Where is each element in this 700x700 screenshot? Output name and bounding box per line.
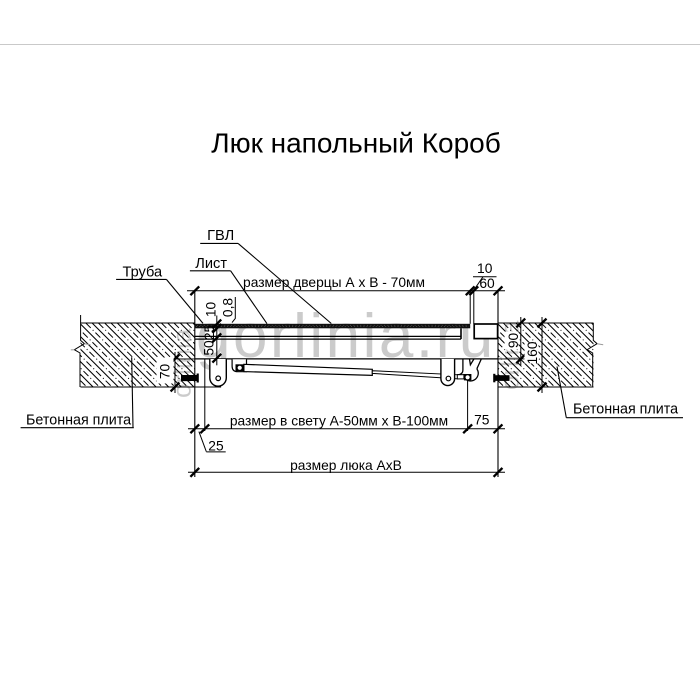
svg-text:Лист: Лист: [195, 256, 227, 272]
svg-text:90: 90: [506, 333, 521, 349]
svg-text:0,8: 0,8: [220, 298, 235, 318]
svg-text:75: 75: [474, 413, 490, 428]
svg-text:размер дверцы А х В - 70мм: размер дверцы А х В - 70мм: [243, 275, 425, 290]
svg-text:60: 60: [479, 276, 495, 291]
svg-text:Труба: Труба: [123, 265, 164, 281]
svg-text:10: 10: [477, 261, 493, 276]
svg-text:160: 160: [525, 341, 540, 364]
svg-text:Люк напольный Короб: Люк напольный Короб: [211, 127, 501, 158]
svg-text:50: 50: [202, 340, 217, 356]
svg-text:10: 10: [204, 302, 219, 318]
svg-text:Бетонная плита: Бетонная плита: [573, 402, 678, 418]
svg-text:25: 25: [202, 325, 217, 341]
svg-text:70: 70: [158, 364, 173, 380]
svg-text:размер люка АхВ: размер люка АхВ: [290, 458, 402, 473]
svg-text:размер в свету А-50мм х В-100м: размер в свету А-50мм х В-100мм: [230, 413, 448, 428]
svg-text:ГВЛ: ГВЛ: [207, 228, 234, 244]
svg-text:Бетонная плита: Бетонная плита: [26, 413, 131, 429]
svg-text:25: 25: [208, 438, 224, 453]
